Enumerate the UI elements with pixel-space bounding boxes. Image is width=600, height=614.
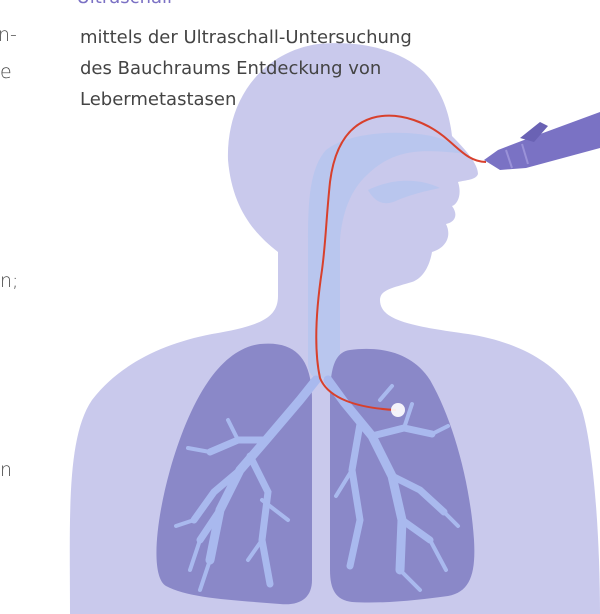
bronchoscope-tip-glow <box>391 403 405 417</box>
left-text-fragment-4: n <box>0 458 12 483</box>
left-text-fragment-3: n; <box>0 269 18 294</box>
bullet-heading-text: Ultraschall <box>77 0 172 8</box>
bullet-description: mittels der Ultraschall-Untersuchung des… <box>80 22 500 115</box>
bullet-line-1: mittels der Ultraschall-Untersuchung <box>80 22 500 53</box>
bullet-line-3: Lebermetastasen <box>80 84 500 115</box>
bullet-heading: • Ultraschall <box>60 0 172 9</box>
bullet-marker: • <box>60 0 71 8</box>
left-text-fragment-1: n- <box>0 23 17 48</box>
left-text-fragment-2: e <box>0 60 12 85</box>
endoscope-handle <box>484 112 600 170</box>
bullet-line-2: des Bauchraums Entdeckung von <box>80 53 500 84</box>
